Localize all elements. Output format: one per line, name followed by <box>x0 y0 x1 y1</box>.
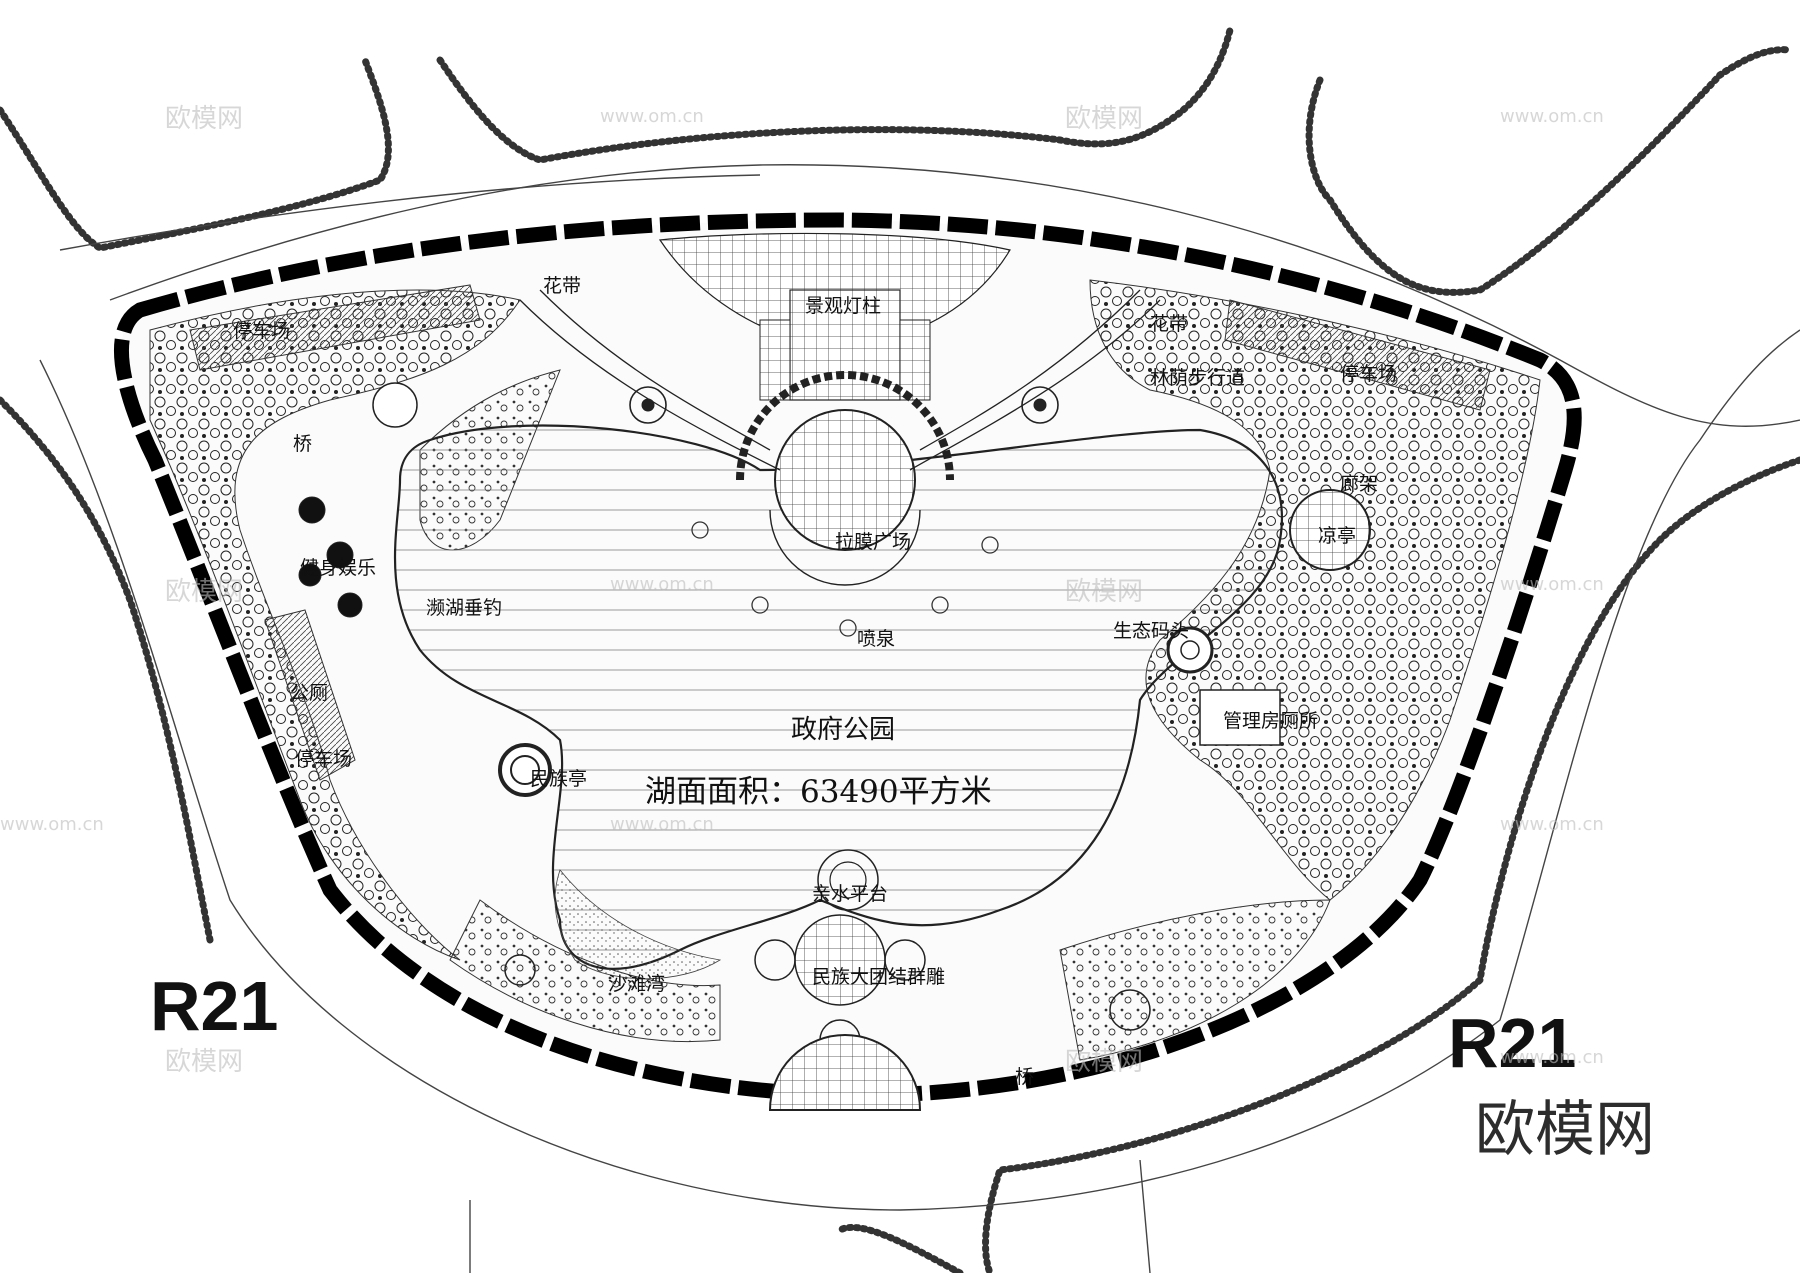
lake-area-label: 湖面面积：63490平方米 <box>645 774 992 810</box>
label-bridge-nw: 桥 <box>293 433 312 455</box>
label-beach: 沙滩湾 <box>608 973 665 995</box>
watermark-url: www.om.cn <box>610 574 714 595</box>
watermark: 欧模网 <box>1065 577 1143 607</box>
label-eco-dock: 生态码头 <box>1113 620 1189 642</box>
south-platform <box>504 849 1151 1111</box>
watermark-url: www.om.cn <box>610 814 714 835</box>
label-parking-w: 停车场 <box>295 748 352 770</box>
north-plaza <box>519 232 1161 586</box>
park-structures <box>298 382 1371 797</box>
watermark: 欧模网 <box>165 577 243 607</box>
label-fishing: 濒湖垂钓 <box>426 597 502 619</box>
label-ethnic-pavilion: 民族亭 <box>530 768 587 790</box>
watermark-url: www.om.cn <box>1500 106 1604 127</box>
label-fountain: 喷泉 <box>857 628 895 650</box>
label-pavilion-e: 凉亭 <box>1318 525 1356 547</box>
road-label-west: R21 <box>150 967 278 1045</box>
beach-sand <box>554 869 722 980</box>
parking-lots <box>189 284 1491 781</box>
fountain-jets <box>691 521 999 637</box>
label-parking-ne: 停车场 <box>1340 363 1397 385</box>
watermark: 欧模网 <box>165 104 243 134</box>
watermark-url: www.om.cn <box>600 106 704 127</box>
label-mgmt: 管理房厕所 <box>1223 710 1318 732</box>
watermark: 欧模网 <box>165 1047 243 1077</box>
road-label-east: R21 <box>1448 1004 1576 1082</box>
watermark-url: www.om.cn <box>1500 574 1604 595</box>
lake <box>393 424 1283 970</box>
watermark: 欧模网 <box>1065 104 1143 134</box>
label-unity-sculpture: 民族大团结群雕 <box>812 966 945 988</box>
label-walkway: 林荫步行道 <box>1150 367 1245 389</box>
label-flower-belt-right: 花带 <box>1150 313 1188 335</box>
label-entertainment: 健身娱乐 <box>300 557 376 579</box>
map-labels: 花带 花带 景观灯柱 停车场 停车场 停车场 桥 桥 林荫步行道 廊架 凉亭 拉… <box>150 275 1576 1088</box>
label-parking-nw: 停车场 <box>233 320 290 342</box>
street-tree-rows <box>0 26 1800 1273</box>
label-light-pillars: 景观灯柱 <box>805 295 881 317</box>
road-edges <box>39 164 1800 1273</box>
label-restroom: 公厕 <box>290 682 328 704</box>
label-corridor: 廊架 <box>1340 473 1378 495</box>
label-bridge-s: 桥 <box>1015 1066 1034 1088</box>
watermark: 欧模网 <box>1065 1047 1143 1077</box>
watermarks: 欧模网 www.om.cn 欧模网 www.om.cn 欧模网 www.om.c… <box>0 104 1604 1077</box>
watermark-url: www.om.cn <box>1500 1047 1604 1068</box>
label-membrane-plaza: 拉膜广场 <box>835 531 911 553</box>
watermark-url: www.om.cn <box>0 814 104 835</box>
watermark-url: www.om.cn <box>1500 814 1604 835</box>
park-title: 政府公园 <box>791 715 895 745</box>
brand-logo: 欧模网 <box>1475 1095 1655 1165</box>
label-flower-belt-left: 花带 <box>543 275 581 297</box>
label-waterside-platform: 亲水平台 <box>812 883 888 905</box>
